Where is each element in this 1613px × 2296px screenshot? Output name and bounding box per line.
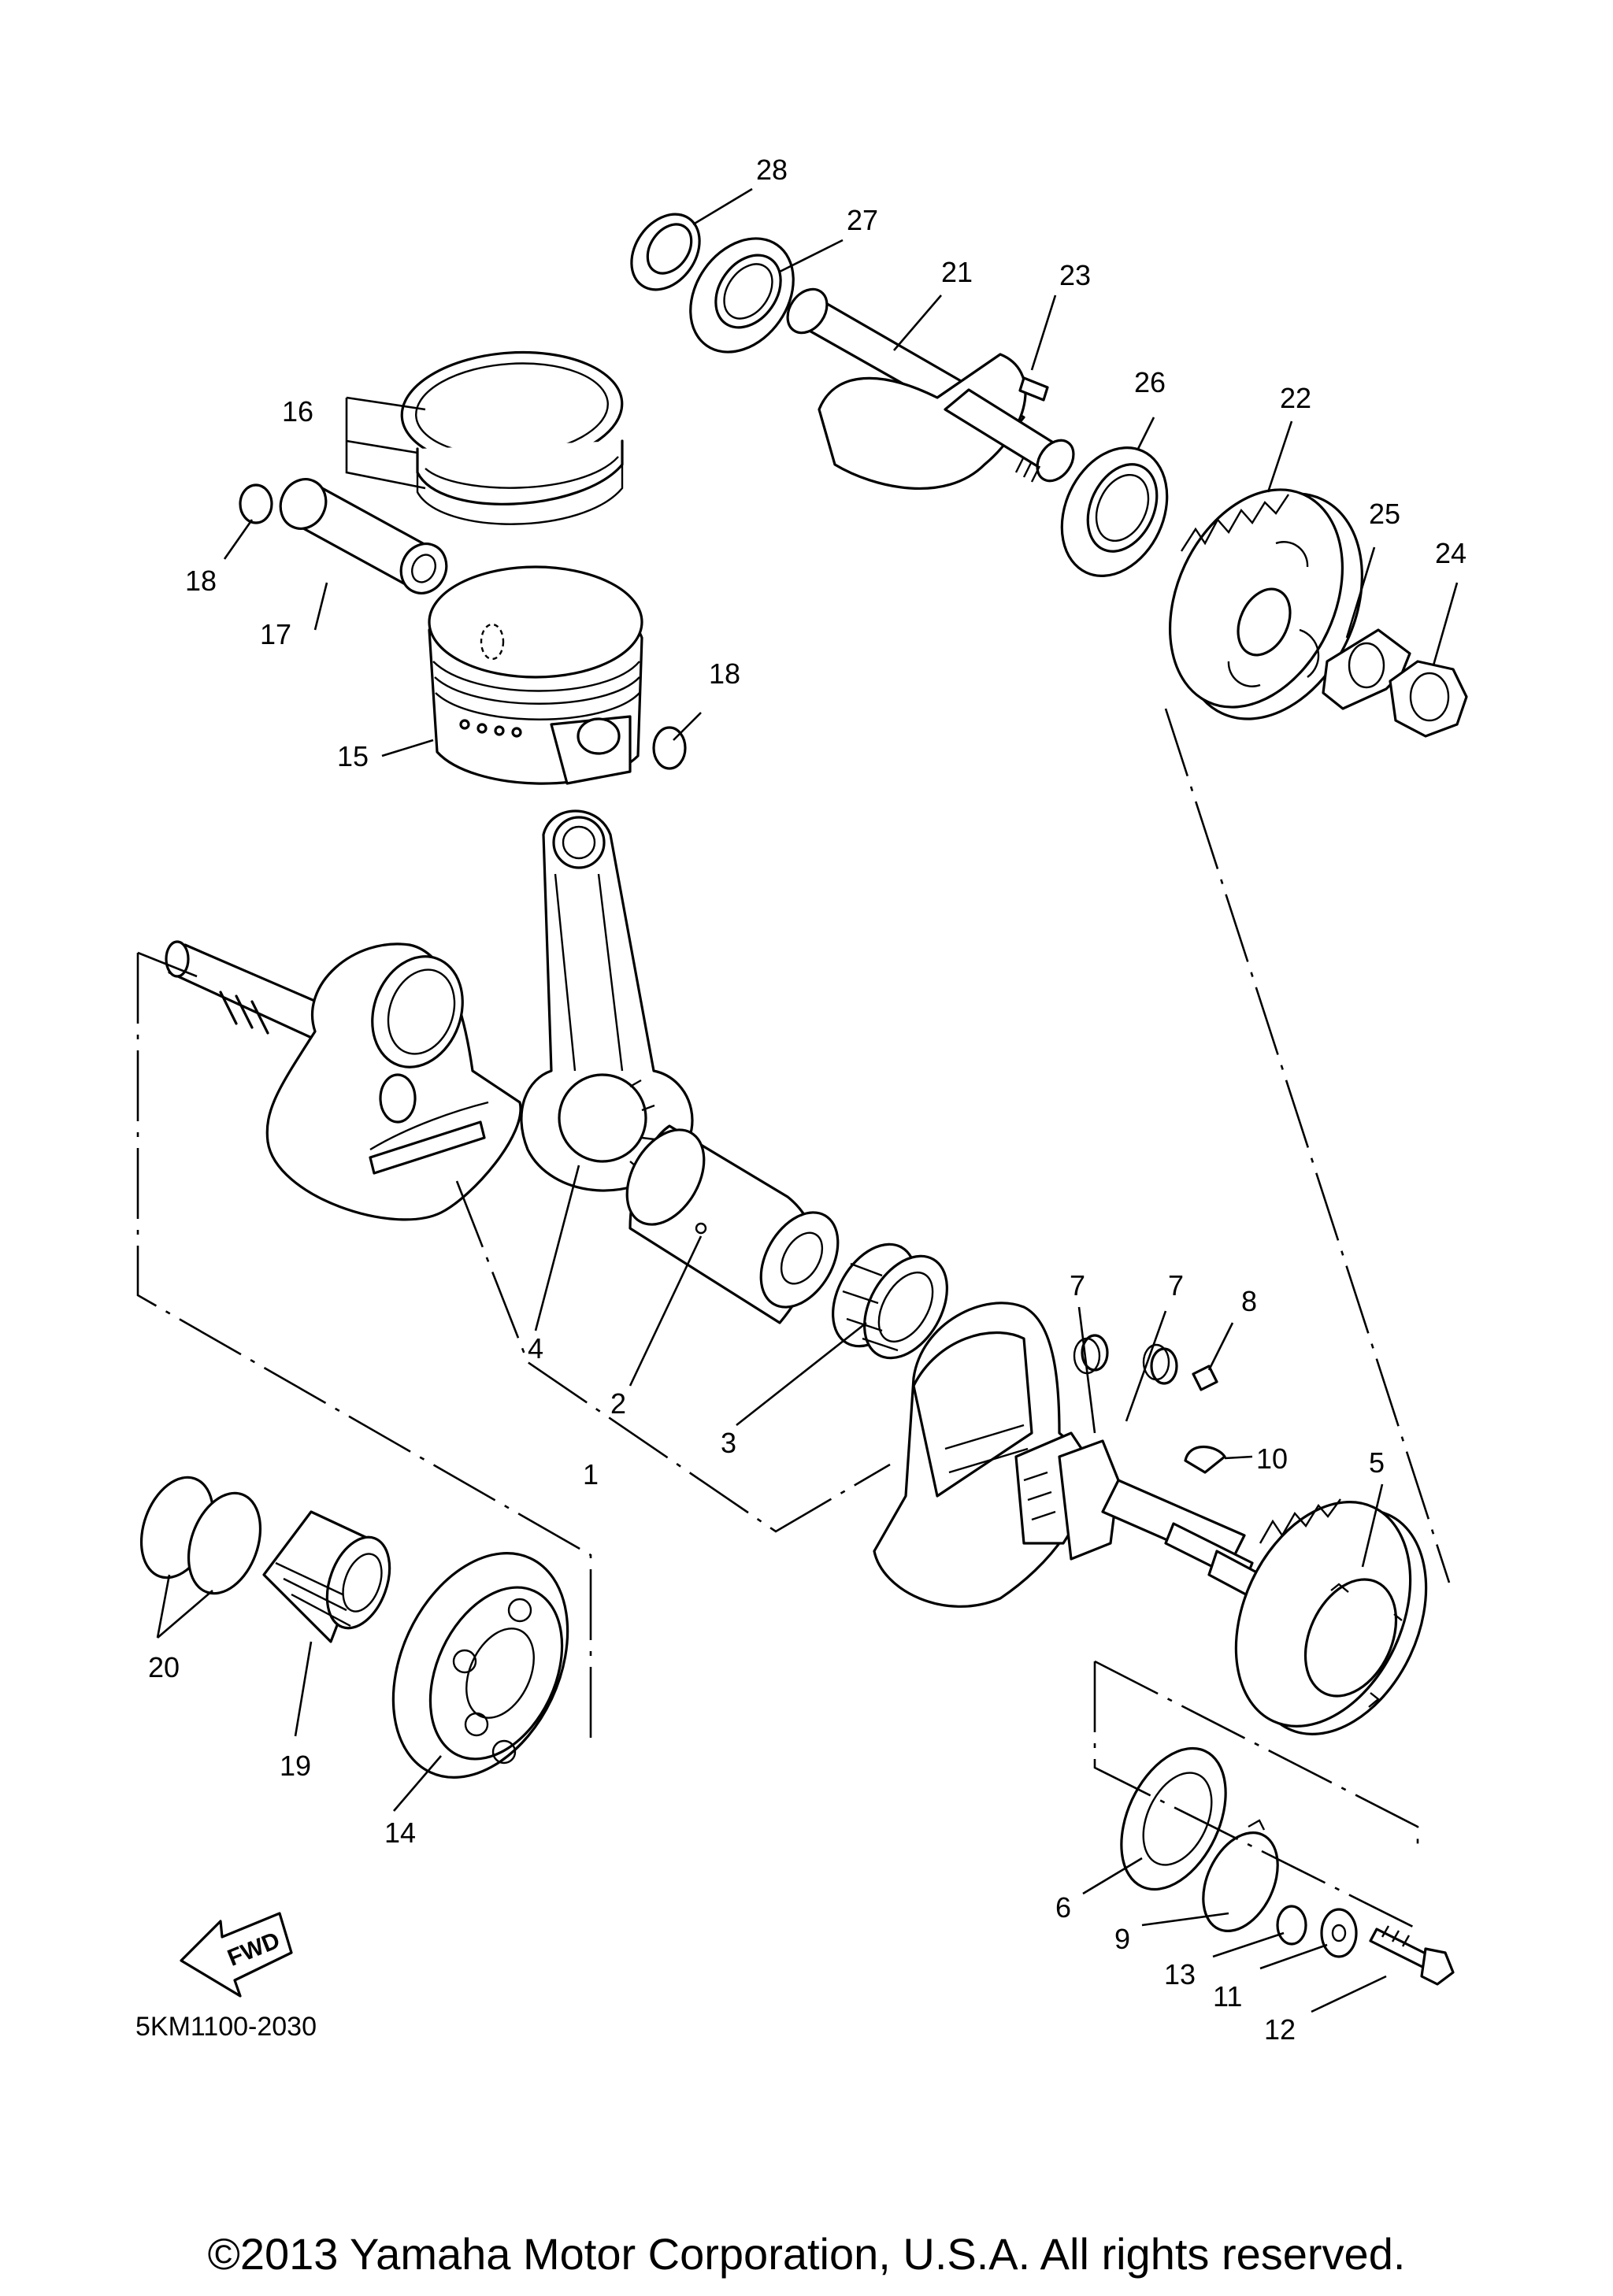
- piston-pin-clip-18b: [652, 726, 687, 770]
- callout-6: 6: [1055, 1891, 1071, 1924]
- piston-15: [428, 565, 643, 785]
- assembly-outline-lines: [136, 708, 1451, 1931]
- callout-9: 9: [1114, 1923, 1130, 1955]
- sleeve-19: [262, 1510, 391, 1643]
- key-23: [1018, 376, 1049, 402]
- callout-17: 17: [260, 618, 291, 650]
- fwd-arrow-icon: FWD: [180, 1912, 293, 1998]
- callout-11: 11: [1213, 1980, 1242, 2013]
- callout-16: 16: [282, 395, 313, 428]
- callout-18: 18: [185, 565, 217, 597]
- callout-26: 26: [1134, 366, 1166, 398]
- circlip-9: [1202, 1819, 1279, 1932]
- plate-6: [1120, 1746, 1227, 1891]
- crankshaft-right-1: [873, 1302, 1277, 1612]
- callout-22: 22: [1280, 382, 1311, 414]
- callout-5: 5: [1369, 1446, 1385, 1479]
- bearing-27: [689, 237, 795, 354]
- circlip-20: [139, 1476, 262, 1595]
- spring-7a: [1073, 1334, 1109, 1375]
- piston-ring-set-16: [400, 350, 624, 525]
- primary-drive-gear-5: [1234, 1498, 1428, 1735]
- woodruff-key-10: [1184, 1446, 1226, 1474]
- callout-labels: 28 27 21 23 26 22 25 24 16 18 17 18 15 7…: [148, 154, 1467, 2046]
- callout-13: 13: [1164, 1958, 1196, 1990]
- nut-24: [1389, 660, 1468, 738]
- callout-1: 1: [583, 1458, 599, 1491]
- callout-23: 23: [1059, 259, 1091, 291]
- callout-7a: 7: [1070, 1269, 1085, 1302]
- piston-pin-clip-18: [239, 483, 273, 524]
- callout-4: 4: [528, 1332, 543, 1365]
- bearing-26: [1060, 446, 1169, 577]
- balancer-shaft-21: [786, 287, 1075, 490]
- callout-20: 20: [148, 1651, 180, 1683]
- crank-pin-2: [625, 1124, 840, 1324]
- spring-7b: [1142, 1343, 1178, 1385]
- crankshaft-left-1: [165, 940, 522, 1221]
- needle-bearing-3: [832, 1242, 948, 1360]
- piston-pin-17: [279, 478, 448, 594]
- callout-18-right: 18: [709, 657, 740, 690]
- callout-2: 2: [610, 1387, 626, 1420]
- callout-19: 19: [280, 1750, 311, 1782]
- plunger-8: [1192, 1365, 1218, 1391]
- bearing-14: [391, 1552, 569, 1779]
- callout-25: 25: [1369, 498, 1400, 530]
- o-ring-13: [1276, 1905, 1307, 1946]
- copyright-notice: ©2013 Yamaha Motor Corporation, U.S.A. A…: [207, 2229, 1406, 2279]
- callout-21: 21: [941, 256, 973, 288]
- callout-28: 28: [756, 154, 788, 186]
- callout-24: 24: [1435, 537, 1467, 569]
- callout-14: 14: [384, 1816, 416, 1849]
- callout-3: 3: [721, 1427, 736, 1459]
- callout-7b: 7: [1168, 1269, 1184, 1302]
- washer-11: [1320, 1908, 1358, 1958]
- callout-8: 8: [1241, 1285, 1257, 1317]
- connecting-rod-4: [520, 809, 694, 1192]
- callout-12: 12: [1264, 2013, 1296, 2046]
- oil-seal-28: [630, 213, 701, 291]
- callout-10: 10: [1256, 1442, 1288, 1475]
- leader-lines: [156, 187, 1459, 2013]
- diagram-code: 5KM1100-2030: [135, 2012, 317, 2042]
- callout-15: 15: [337, 740, 369, 772]
- balancer-drive-gear-22: [1168, 488, 1363, 720]
- bolt-12: [1369, 1925, 1455, 1986]
- callout-27: 27: [847, 204, 878, 236]
